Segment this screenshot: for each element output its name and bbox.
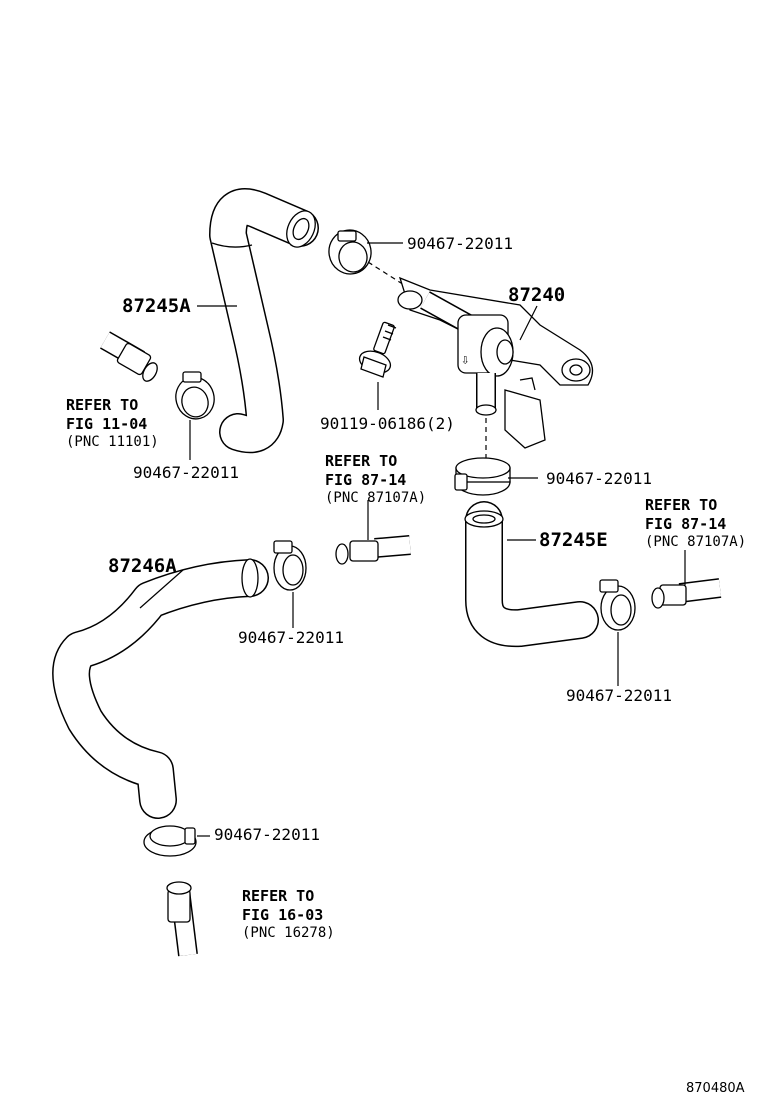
ref-16-03-line3: (PNC 16278) bbox=[242, 925, 335, 941]
label-clamp-3: 90467-22011 bbox=[546, 469, 652, 488]
ref-87-14-right-line2: FIG 87-14 bbox=[645, 515, 726, 533]
pipe-stub-fig-87-14-right bbox=[651, 578, 722, 609]
ref-11-04-line3: (PNC 11101) bbox=[66, 434, 159, 450]
ref-87-14-center-line3: (PNC 87107A) bbox=[325, 490, 426, 506]
hose-clamp-3[interactable] bbox=[454, 457, 511, 496]
leader-lines bbox=[139, 242, 686, 837]
ref-11-04-line1: REFER TO bbox=[66, 396, 138, 414]
svg-text:⇩: ⇩ bbox=[461, 352, 469, 368]
ref-11-04-line2: FIG 11-04 bbox=[66, 415, 147, 433]
label-bolt: 90119-06186(2) bbox=[320, 414, 455, 433]
hose-clamp-2[interactable] bbox=[325, 227, 374, 278]
hose-87245e[interactable] bbox=[464, 501, 599, 648]
hose-87245a[interactable] bbox=[209, 188, 321, 454]
pipe-stub-fig-11-04 bbox=[100, 331, 158, 382]
label-clamp-5: 90467-22011 bbox=[566, 686, 672, 705]
ref-87-14-center-line2: FIG 87-14 bbox=[325, 471, 406, 489]
bolt-90119-06186[interactable] bbox=[357, 321, 397, 378]
pipe-stub-fig-16-03 bbox=[166, 881, 198, 957]
figure-id: 870480A bbox=[686, 1081, 745, 1096]
hose-clamp-5[interactable] bbox=[273, 540, 307, 591]
hose-clamp-6[interactable] bbox=[143, 825, 197, 857]
ref-16-03-line1: REFER TO bbox=[242, 887, 314, 905]
label-hose-87245e: 87245E bbox=[539, 529, 608, 551]
hose-clamp-4[interactable] bbox=[599, 579, 636, 631]
ref-87-14-right-line3: (PNC 87107A) bbox=[645, 534, 746, 550]
label-clamp-6: 90467-22011 bbox=[214, 825, 320, 844]
hose-87246a[interactable] bbox=[52, 558, 269, 819]
label-hose-87246a: 87246A bbox=[108, 555, 177, 577]
label-valve-87240: 87240 bbox=[508, 284, 565, 306]
ref-16-03-line2: FIG 16-03 bbox=[242, 906, 323, 924]
pipe-stub-fig-87-14-center bbox=[335, 535, 411, 565]
label-hose-87245a: 87245A bbox=[122, 295, 191, 317]
label-clamp-1: 90467-22011 bbox=[407, 234, 513, 253]
label-clamp-2: 90467-22011 bbox=[133, 463, 239, 482]
hose-clamp-1[interactable] bbox=[171, 371, 219, 423]
ref-87-14-center-line1: REFER TO bbox=[325, 452, 397, 470]
ref-87-14-right-line1: REFER TO bbox=[645, 496, 717, 514]
label-clamp-4: 90467-22011 bbox=[238, 628, 344, 647]
valve-assembly-87240[interactable]: ⇩ bbox=[397, 276, 594, 449]
